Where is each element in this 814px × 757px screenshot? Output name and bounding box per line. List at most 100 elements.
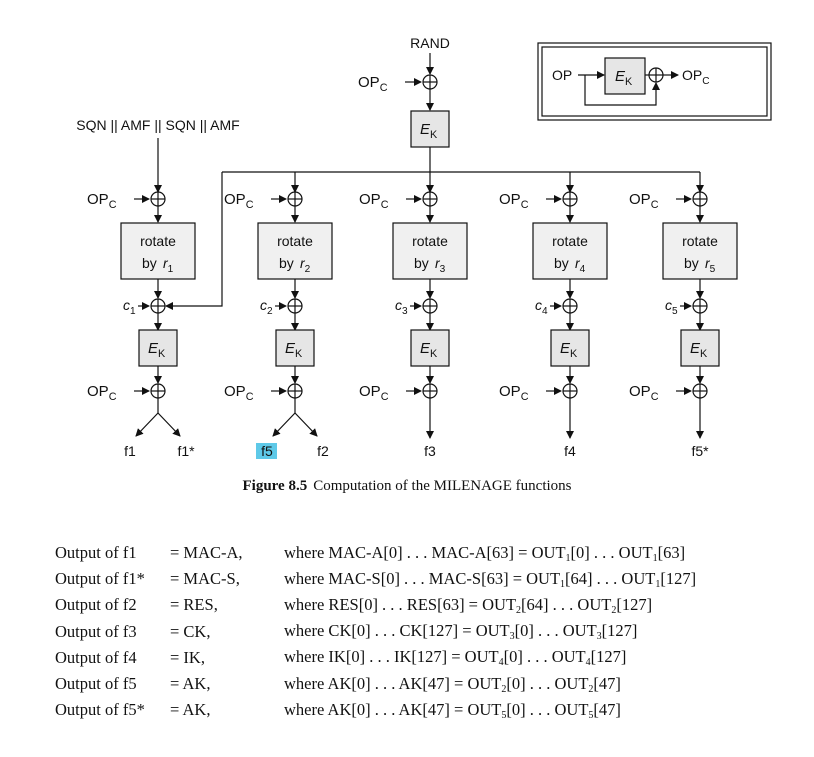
col4-rotate-box [532, 222, 608, 280]
out-b-sub: 1 [655, 578, 661, 590]
col3-rotate-box [392, 222, 468, 280]
col2-out-highlight [256, 443, 277, 459]
col2-rotate-label: rotate [277, 233, 313, 249]
figure-caption-text: Computation of the MILENAGE functions [313, 478, 572, 494]
col2-r-label-main: r [300, 255, 306, 271]
col1-opc1-label-sub: C [109, 199, 117, 211]
col5-r-label-main: r [705, 255, 711, 271]
out-a-index: [0] . . . [506, 673, 555, 693]
col3-output-f3: f3 [424, 443, 436, 459]
col5-xor2 [692, 298, 708, 314]
col2-out-right [294, 412, 318, 437]
col3-c-label-sub: 3 [402, 306, 408, 317]
output-name: = AK, [170, 700, 211, 720]
out-b: OUT [562, 621, 597, 641]
output-definition: where IK[0] . . . IK[127] = OUT4[0] . . … [284, 645, 696, 671]
col1-ek-label-main: E [148, 340, 159, 357]
output-row: Output of f2 = RES, where RES[0] . . . RES… [55, 592, 696, 618]
col5-opc1-label: OPC [629, 191, 659, 211]
col1-out-right [157, 412, 181, 437]
col1-opc2-label-sub: C [109, 391, 117, 403]
rand-label: RAND [410, 35, 450, 51]
col3-rotate-label: rotate [412, 233, 448, 249]
col4-opc2-label: OPC [499, 383, 529, 403]
col3-opc2-label: OPC [359, 383, 389, 403]
col3-opc2-label-sub: C [381, 391, 389, 403]
col5-opc2-label-main: OP [629, 383, 651, 400]
out-a-sub: 2 [516, 604, 522, 616]
legend-outer-border [537, 42, 772, 121]
figure-label: Figure 8.5 [242, 478, 308, 494]
output-function: Output of f3 [55, 621, 137, 641]
col1-opc1-label-main: OP [87, 191, 109, 208]
col4-opc2-label-main: OP [499, 383, 521, 400]
output-function: Output of f1 [55, 543, 137, 563]
legend-op-label: OP [552, 67, 572, 83]
legend-ek-box [604, 57, 646, 95]
out-b-sub: 2 [611, 604, 617, 616]
col5-xor3 [692, 383, 708, 399]
out-b-index: [47] [593, 699, 621, 719]
col5-c-label-sub: 5 [672, 306, 678, 317]
out-a-index: [0] . . . [570, 542, 619, 562]
col3-c-label-main: c [395, 297, 402, 313]
col2-c-label-sub: 2 [267, 306, 273, 317]
output-definition: where RES[0] . . . RES[63] = OUT2[64] . … [284, 592, 696, 618]
col2-xor1 [287, 191, 303, 207]
top-opc-label-main: OP [358, 74, 380, 91]
col4-c-label: c4 [535, 297, 548, 317]
top-ek-label: EK [420, 121, 438, 141]
col4-opc1-label-main: OP [499, 191, 521, 208]
col3-opc1-label-sub: C [381, 199, 389, 211]
output-name: = AK, [170, 674, 211, 694]
col5-ek-box [680, 329, 720, 367]
col2-output-f2: f2 [317, 443, 329, 459]
col4-ek-box [550, 329, 590, 367]
output-where: where MAC-S[0] . . . MAC-S[63] = [284, 568, 527, 588]
out-a-index: [64] . . . [521, 594, 578, 614]
col4-r-label-main: r [575, 255, 581, 271]
col3-xor2 [422, 298, 438, 314]
output-function: Output of f4 [55, 647, 137, 667]
col5-r-label-sub: 5 [710, 264, 716, 275]
col3-c-label: c3 [395, 297, 408, 317]
col3-opc1-label-main: OP [359, 191, 381, 208]
output-definition: where MAC-S[0] . . . MAC-S[63] = OUT1[64… [284, 566, 696, 592]
out-b-sub: 2 [588, 683, 594, 695]
col1-ek-label: EK [148, 340, 166, 360]
col1-rotate-box [120, 222, 196, 280]
out-b-index: [47] [593, 673, 621, 693]
col5-c-label: c5 [665, 297, 678, 317]
legend-opc-label: OPC [682, 67, 710, 87]
col4-c-label-main: c [535, 297, 542, 313]
col2-r-label-sub: 2 [305, 264, 311, 275]
output-where: where IK[0] . . . IK[127] = [284, 647, 465, 667]
output-where: where AK[0] . . . AK[47] = [284, 699, 468, 719]
legend-ek-label: EK [615, 68, 633, 88]
col3-by-label: by [414, 255, 429, 271]
output-name: = MAC-S, [170, 569, 240, 589]
col5-ek-label-sub: K [700, 348, 708, 360]
out-a: OUT [475, 621, 510, 641]
col4-r-label: r4 [575, 255, 586, 275]
top-ek-label-sub: K [430, 129, 438, 141]
col1-r-label-main: r [163, 255, 169, 271]
col3-r-label-main: r [435, 255, 441, 271]
col4-xor2 [562, 298, 578, 314]
col2-ek-label-main: E [285, 340, 296, 357]
out-b-sub: 3 [596, 631, 602, 643]
col2-opc2-label: OPC [224, 383, 254, 403]
output-name: = RES, [170, 595, 218, 615]
col1-r-label-sub: 1 [168, 264, 174, 275]
out-a-sub: 1 [565, 552, 571, 564]
col1-xor2 [150, 298, 166, 314]
col1-rotate-label: rotate [140, 233, 176, 249]
col1-xor3 [150, 383, 166, 399]
col4-opc1-label: OPC [499, 191, 529, 211]
legend-opc-label-sub: C [702, 76, 709, 87]
output-function: Output of f2 [55, 595, 137, 615]
top-ek-box [410, 110, 450, 148]
out-a: OUT [526, 568, 561, 588]
output-definition: where MAC-A[0] . . . MAC-A[63] = OUT1[0]… [284, 540, 696, 566]
feedback-to-col1 [165, 172, 223, 310]
